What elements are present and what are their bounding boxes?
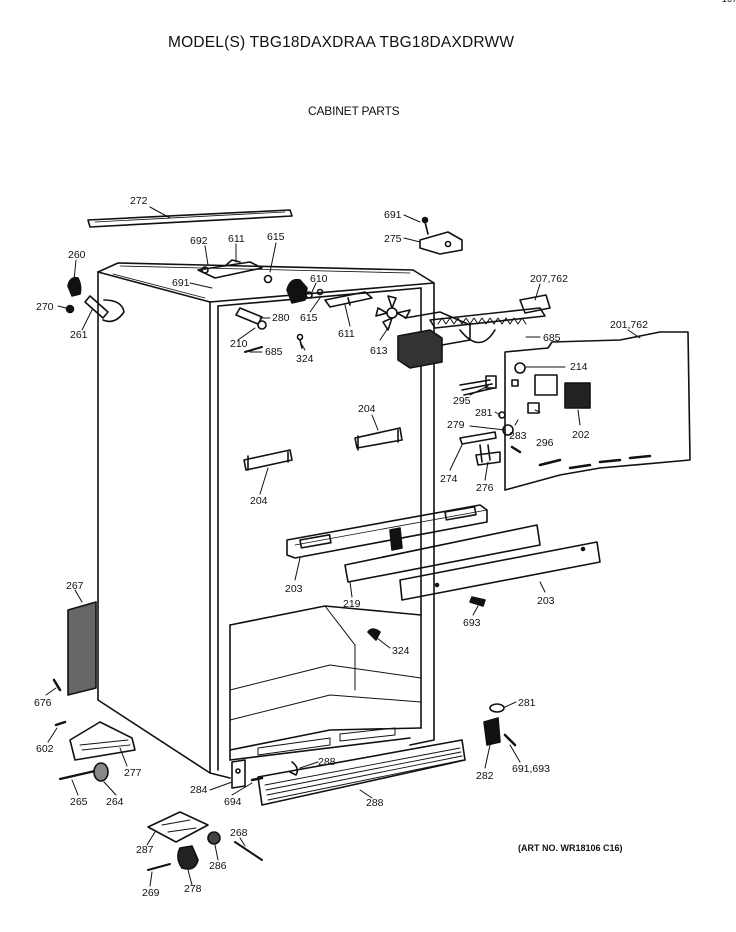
part-label-324-bottom: 324 bbox=[392, 645, 410, 657]
part-label-610: 610 bbox=[310, 273, 328, 285]
part-label-201-762: 201,762 bbox=[610, 319, 648, 331]
part-label-613: 613 bbox=[370, 345, 388, 357]
plug-324 bbox=[367, 628, 381, 641]
part-label-207-762: 207,762 bbox=[530, 273, 568, 285]
part-label-278: 278 bbox=[184, 883, 202, 895]
part-label-615-top: 615 bbox=[267, 231, 285, 243]
part-label-283: 283 bbox=[509, 430, 527, 442]
roller-264 bbox=[58, 762, 109, 782]
model-title: MODEL(S) TBG18DAXDRAA TBG18DAXDRWW bbox=[168, 34, 515, 51]
part-label-611-top: 611 bbox=[228, 233, 245, 245]
part-label-615-mid: 615 bbox=[300, 312, 318, 324]
part-label-214: 214 bbox=[570, 361, 588, 373]
part-label-280: 280 bbox=[272, 312, 290, 324]
part-label-288-mid: 288 bbox=[318, 756, 336, 768]
mullion-203 bbox=[286, 504, 488, 559]
art-number: (ART NO. WR18106 C16) bbox=[518, 843, 623, 853]
part-label-685-left: 685 bbox=[265, 346, 283, 358]
part-label-267: 267 bbox=[66, 580, 84, 592]
top-trim-272 bbox=[87, 209, 293, 228]
thermostat-bracket-611 bbox=[197, 259, 273, 284]
part-label-602: 602 bbox=[36, 743, 54, 755]
part-label-691-top: 691 bbox=[384, 209, 402, 221]
part-label-295: 295 bbox=[453, 395, 471, 407]
part-label-287: 287 bbox=[136, 844, 154, 856]
part-label-694: 694 bbox=[224, 796, 242, 808]
part-labels: 272 691 275 692 611 615 260 691 610 207,… bbox=[34, 195, 648, 899]
right-lower-parts bbox=[483, 703, 517, 747]
part-label-270: 270 bbox=[36, 301, 54, 313]
part-label-219: 219 bbox=[343, 598, 361, 610]
part-label-685-right: 685 bbox=[543, 332, 561, 344]
part-label-265: 265 bbox=[70, 796, 88, 808]
control-knob-610 bbox=[286, 278, 324, 304]
part-label-281-top: 281 bbox=[475, 407, 493, 419]
part-label-279: 279 bbox=[447, 419, 465, 431]
page-corner-mark: 167 bbox=[722, 0, 736, 4]
back-panel-201 bbox=[504, 331, 691, 491]
wiring-295 bbox=[459, 375, 497, 396]
part-label-264: 264 bbox=[106, 796, 124, 808]
leader-lines bbox=[45, 206, 641, 887]
part-label-204-left: 204 bbox=[250, 495, 268, 507]
part-label-274: 274 bbox=[440, 473, 458, 485]
part-label-282: 282 bbox=[476, 770, 494, 782]
part-label-296: 296 bbox=[536, 437, 554, 449]
cabinet-shell bbox=[97, 262, 435, 779]
leveler-assembly bbox=[147, 811, 263, 871]
bracket-284 bbox=[231, 759, 264, 789]
panel-267 bbox=[67, 601, 97, 696]
evaporator-fan-motor bbox=[397, 311, 496, 369]
hinge-pin-260 bbox=[65, 276, 125, 323]
part-label-272: 272 bbox=[130, 195, 148, 207]
rail-219 bbox=[344, 524, 541, 583]
part-label-202: 202 bbox=[572, 429, 590, 441]
part-label-692: 692 bbox=[190, 235, 208, 247]
screws-lower-left bbox=[52, 678, 67, 727]
part-label-203-right: 203 bbox=[537, 595, 555, 607]
part-label-268: 268 bbox=[230, 827, 248, 839]
defrost-heater-207 bbox=[429, 294, 551, 329]
part-label-204-right: 204 bbox=[358, 403, 376, 415]
part-label-324-top: 324 bbox=[296, 353, 314, 365]
part-label-676: 676 bbox=[34, 697, 52, 709]
fan-613 bbox=[375, 295, 411, 331]
part-label-203-left: 203 bbox=[285, 583, 303, 595]
part-label-276: 276 bbox=[476, 482, 494, 494]
part-label-286: 286 bbox=[209, 860, 227, 872]
part-label-260: 260 bbox=[68, 249, 86, 261]
top-hinge-275 bbox=[419, 216, 463, 255]
part-label-269: 269 bbox=[142, 887, 160, 899]
part-label-281-bottom: 281 bbox=[518, 697, 536, 709]
part-label-277: 277 bbox=[124, 767, 142, 779]
part-label-693-mid: 693 bbox=[463, 617, 481, 629]
section-title: CABINET PARTS bbox=[308, 104, 400, 118]
leveling-bracket-277 bbox=[69, 721, 136, 761]
part-label-611-mid: 611 bbox=[338, 328, 355, 340]
part-label-691-693: 691,693 bbox=[512, 763, 550, 775]
rail-203 bbox=[399, 541, 601, 601]
part-label-261: 261 bbox=[70, 329, 88, 341]
part-label-275: 275 bbox=[384, 233, 402, 245]
left-small-parts bbox=[235, 307, 304, 353]
damper-tube-611 bbox=[324, 291, 373, 308]
grille-288 bbox=[257, 739, 466, 806]
part-label-691-left: 691 bbox=[172, 277, 190, 289]
shelf-support-204 bbox=[243, 427, 403, 471]
cold-control-276 bbox=[459, 411, 522, 466]
part-label-284: 284 bbox=[190, 784, 208, 796]
part-label-288-bottom: 288 bbox=[366, 797, 384, 809]
part-label-210: 210 bbox=[230, 338, 248, 350]
screw-693 bbox=[469, 596, 486, 607]
